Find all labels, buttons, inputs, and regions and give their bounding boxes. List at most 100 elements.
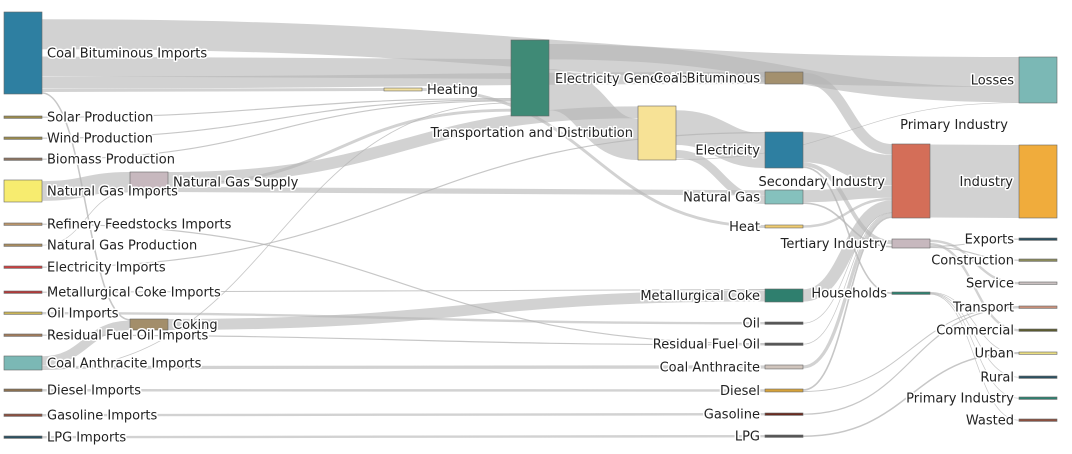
node-refinery[interactable]: [3, 222, 43, 226]
link-coal_bit_imp-to-heating[interactable]: [41, 88, 385, 93]
link-td-to-losses[interactable]: [675, 102, 1020, 160]
node-coal_bit_imp[interactable]: [3, 11, 43, 95]
link-households-to-rural[interactable]: [929, 292, 1020, 378]
link-td-to-natgas[interactable]: [675, 149, 766, 204]
node-heat[interactable]: [764, 224, 804, 229]
link-electricity-to-secondary[interactable]: [802, 132, 893, 186]
link-households-to-primary_ind[interactable]: [929, 293, 1020, 399]
link-secondary-to-industry[interactable]: [929, 144, 1020, 218]
node-tertiary[interactable]: [891, 238, 931, 249]
node-losses[interactable]: [1018, 56, 1058, 104]
node-households[interactable]: [891, 291, 931, 295]
node-wind[interactable]: [3, 136, 43, 140]
link-wind-to-elec_gen[interactable]: [41, 99, 512, 139]
node-ng_prod[interactable]: [3, 243, 43, 247]
link-coal_anth_imp-to-coal_anth[interactable]: [41, 365, 766, 370]
link-coal_anth_imp-to-coking[interactable]: [41, 320, 131, 366]
node-service[interactable]: [1018, 281, 1058, 285]
link-oil-to-secondary[interactable]: [802, 212, 893, 324]
link-metcoke-to-secondary[interactable]: [802, 200, 893, 302]
node-diesel[interactable]: [764, 388, 804, 393]
link-resid-to-secondary[interactable]: [802, 212, 893, 345]
link-biomass-to-elec_gen[interactable]: [41, 100, 512, 160]
node-electricity[interactable]: [764, 131, 804, 169]
link-natgas-to-tertiary[interactable]: [802, 202, 893, 248]
node-natgas[interactable]: [764, 189, 804, 205]
link-tertiary-to-construction[interactable]: [929, 246, 1020, 261]
link-td-to-electricity[interactable]: [675, 110, 766, 168]
node-resid_imp[interactable]: [3, 333, 43, 337]
link-natgas-to-secondary[interactable]: [802, 185, 893, 203]
link-solar-to-elec_gen[interactable]: [41, 98, 512, 118]
node-metcoke[interactable]: [764, 288, 804, 303]
node-label-primary_ind_top: Primary Industry: [900, 118, 1008, 133]
node-heating[interactable]: [383, 87, 423, 92]
link-ng_supply-to-elec_gen[interactable]: [167, 108, 512, 187]
node-coking[interactable]: [129, 318, 169, 331]
node-wasted[interactable]: [1018, 418, 1058, 422]
node-secondary[interactable]: [891, 143, 931, 219]
link-ng_supply-to-natgas[interactable]: [167, 186, 766, 196]
node-transport[interactable]: [1018, 305, 1058, 309]
node-elec_gen[interactable]: [510, 39, 550, 117]
node-commercial[interactable]: [1018, 328, 1058, 332]
node-diesel_imp[interactable]: [3, 388, 43, 392]
link-coal_bit_imp-to-elec_gen[interactable]: [41, 56, 512, 79]
link-elec_gen-to-td[interactable]: [547, 69, 640, 161]
link-electricity-to-households[interactable]: [802, 166, 893, 294]
node-metcoke_imp[interactable]: [3, 290, 43, 294]
link-coal_bit-to-secondary[interactable]: [802, 72, 893, 155]
link-coking-to-metcoke[interactable]: [167, 290, 766, 330]
link-coal_bit_imp-to-coking[interactable]: [41, 92, 131, 321]
link-electricity-to-tertiary[interactable]: [802, 162, 893, 245]
node-solar[interactable]: [3, 115, 43, 119]
node-elec_imp[interactable]: [3, 265, 43, 269]
node-label-biomass: Biomass Production: [47, 153, 175, 168]
link-households-to-wasted[interactable]: [929, 293, 1020, 421]
node-industry[interactable]: [1018, 144, 1058, 219]
link-diesel-to-transport[interactable]: [802, 306, 1020, 392]
node-coal_anth[interactable]: [764, 364, 804, 370]
node-construction[interactable]: [1018, 258, 1058, 262]
node-coal_bit[interactable]: [764, 71, 804, 85]
node-gasoline[interactable]: [764, 412, 804, 416]
link-refinery-to-resid[interactable]: [41, 223, 766, 345]
link-tertiary-to-service[interactable]: [929, 239, 1020, 285]
node-label-households: Households: [811, 287, 887, 302]
node-coal_anth_imp[interactable]: [3, 355, 43, 371]
node-ng_imp[interactable]: [3, 179, 43, 203]
link-tertiary-to-exports[interactable]: [929, 238, 1020, 247]
node-oil[interactable]: [764, 321, 804, 325]
node-urban[interactable]: [1018, 351, 1058, 355]
node-ng_supply[interactable]: [129, 171, 169, 193]
link-gasoline-to-transport[interactable]: [802, 307, 1020, 415]
node-lpg_imp[interactable]: [3, 435, 43, 439]
link-lpg_imp-to-lpg[interactable]: [41, 435, 766, 439]
link-ng_supply-to-td[interactable]: [167, 106, 639, 184]
node-label-ng_supply: Natural Gas Supply: [173, 176, 299, 191]
link-households-to-urban[interactable]: [929, 291, 1020, 355]
node-label-resid_imp: Residual Fuel Oil Imports: [47, 329, 209, 344]
node-biomass[interactable]: [3, 157, 43, 161]
link-gasoline_imp-to-gasoline[interactable]: [41, 413, 766, 417]
link-lpg-to-urban[interactable]: [802, 352, 1020, 437]
node-label-metcoke: Metallurgical Coke: [640, 289, 760, 304]
node-lpg[interactable]: [764, 434, 804, 438]
link-metcoke_imp-to-metcoke[interactable]: [41, 288, 766, 293]
node-rural[interactable]: [1018, 375, 1058, 379]
node-oil_imp[interactable]: [3, 311, 43, 315]
link-ng_imp-to-ng_supply[interactable]: [41, 172, 131, 201]
node-resid[interactable]: [764, 342, 804, 346]
link-heating-to-heat[interactable]: [421, 88, 766, 228]
node-primary_ind[interactable]: [1018, 396, 1058, 400]
node-label-metcoke_imp: Metallurgical Coke Imports: [47, 286, 221, 301]
link-coal_bit_imp-to-coal_bit[interactable]: [41, 72, 766, 89]
node-exports[interactable]: [1018, 237, 1058, 241]
node-gasoline_imp[interactable]: [3, 413, 43, 417]
node-td[interactable]: [637, 105, 677, 161]
link-resid_imp-to-resid[interactable]: [41, 334, 766, 346]
link-coal_anth-to-secondary[interactable]: [802, 213, 893, 369]
link-diesel-to-secondary[interactable]: [802, 216, 893, 391]
link-ng_prod-to-ng_supply[interactable]: [41, 191, 131, 246]
link-heat-to-secondary[interactable]: [802, 197, 893, 228]
